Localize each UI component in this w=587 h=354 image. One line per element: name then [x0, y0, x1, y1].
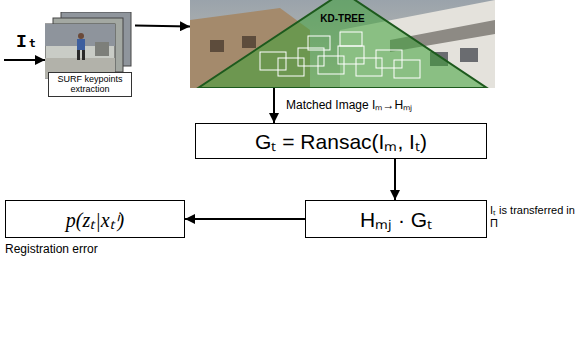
- formula-text: Gₜ = Ransac(Iₘ, Iₜ): [255, 127, 427, 155]
- process-box: Hₘⱼ · Gₜ: [305, 200, 487, 238]
- step-caption: SURF keypoints extraction: [48, 72, 132, 97]
- likelihood-box: p(zₜ|xₜⁱ): [5, 200, 185, 238]
- flow-arrow: [135, 25, 190, 28]
- input-arrow: [4, 59, 45, 61]
- flow-arrow: [394, 159, 396, 200]
- edge-label: Matched Image Iₘ→Hₘⱼ: [284, 96, 414, 113]
- formula-text: p(zₜ|xₜⁱ): [66, 206, 124, 233]
- image-stack: SURF keypoints extraction: [45, 12, 135, 102]
- registration-error-label: Registration error: [5, 242, 98, 256]
- formula-text: Hₘⱼ · Gₜ: [360, 205, 432, 233]
- tree-label: KD-TREE: [190, 13, 495, 24]
- process-box: Gₜ = Ransac(Iₘ, Iₜ): [195, 123, 487, 159]
- transfer-note: Iₜ is transferred in Π: [490, 204, 585, 230]
- flow-arrow: [273, 88, 275, 123]
- kd-tree-region: KD-TREE: [190, 0, 495, 88]
- flow-arrow: [185, 218, 305, 220]
- input-image-label: Iₜ: [16, 32, 38, 54]
